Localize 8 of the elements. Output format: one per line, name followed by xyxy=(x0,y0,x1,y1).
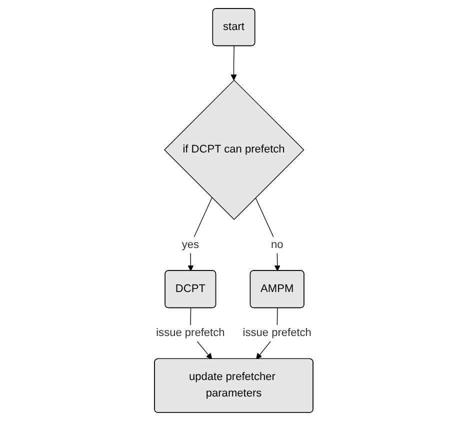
edge-label: issue prefetch xyxy=(243,327,312,339)
edge-label: issue prefetch xyxy=(156,327,225,339)
edge-label: yes xyxy=(182,238,200,251)
arrow xyxy=(188,197,213,272)
arrow xyxy=(255,197,281,272)
edge-label: no xyxy=(271,238,284,251)
arrow xyxy=(230,46,238,80)
node-diamond: if DCPT can prefetch xyxy=(164,80,304,220)
